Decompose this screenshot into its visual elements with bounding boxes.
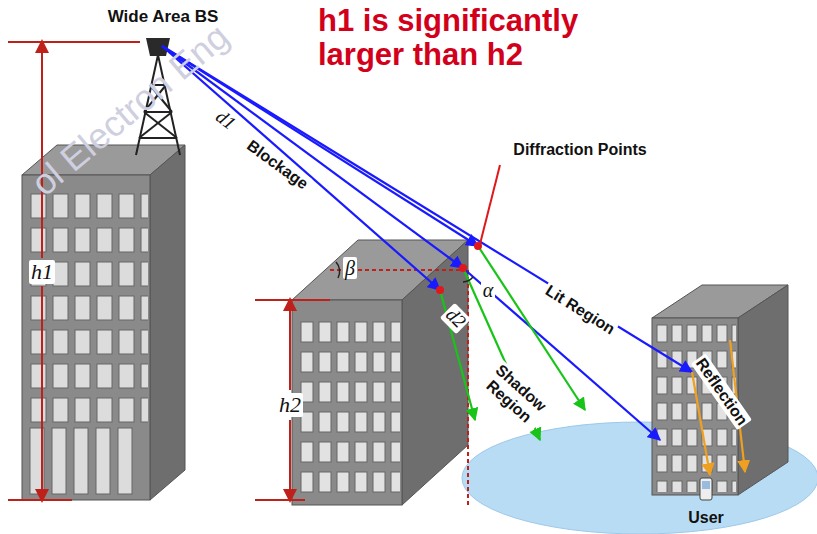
angle-arc [463,277,473,282]
diagram-label: α [481,279,496,301]
diagram-label: h2 [277,393,303,417]
user-phone [700,478,712,500]
diagram-label: Lit Region [540,281,619,339]
diagram-label: d1 [210,105,241,136]
angle-arc [336,262,340,278]
diagram-label: Blockage [242,136,313,194]
diffracted-ray [440,246,585,440]
direct-ray [162,46,692,440]
diagram-label: User [688,509,724,527]
diagram-label: Diffraction Points [513,141,646,159]
diagram-label: h1 [29,260,55,284]
diffraction-point [436,242,482,294]
height-dimension [8,42,330,500]
geometry-guide [330,270,468,505]
diagram-label: β [343,257,357,279]
diagram-label: Shadow Region [476,357,555,433]
headline: h1 is significantly larger than h2 [318,4,638,72]
leader-line [480,165,500,244]
diagram-label: Wide Area BS [108,8,219,27]
reflecting-building [652,285,788,495]
blocking-building [292,240,468,505]
